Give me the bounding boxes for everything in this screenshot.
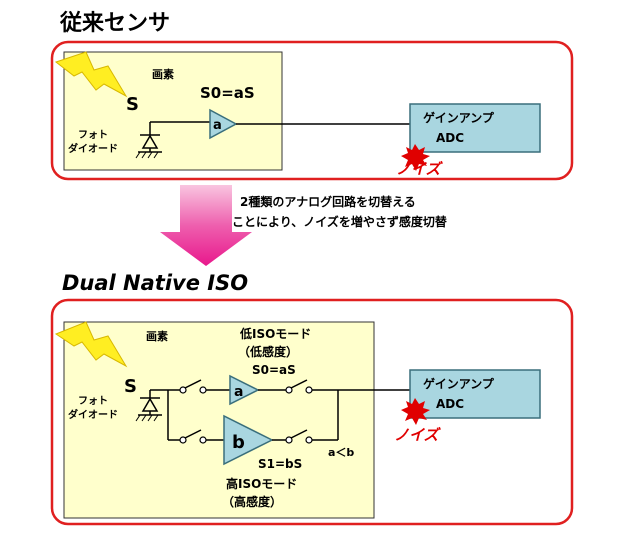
- top-s-label: S: [126, 94, 139, 115]
- low-amp-a-label: a: [234, 384, 243, 400]
- bottom-s-label: S: [124, 376, 137, 397]
- bottom-pixel-label: 画素: [146, 329, 168, 343]
- bottom-photodiode-label-1: フォト: [78, 395, 108, 407]
- lower-switch-2: [285, 429, 313, 444]
- bottom-title: Dual Native ISO: [62, 271, 248, 295]
- high-amp-b-label: b: [232, 432, 245, 453]
- high-amp-b: [223, 414, 274, 466]
- lower-switch-1: [179, 429, 207, 444]
- lightning-icon: [54, 51, 128, 98]
- low-iso-label: 低ISOモード: [239, 326, 311, 341]
- bottom-photodiode-label-2: ダイオード: [68, 408, 118, 421]
- top-adc-line2: ADC: [436, 131, 464, 145]
- top-amp-a-label: a: [213, 118, 222, 133]
- compare-label: a＜b: [328, 446, 354, 459]
- upper-switch-1: [179, 379, 207, 394]
- top-equation: S0=aS: [200, 84, 255, 102]
- top-noise-burst-icon: [401, 144, 430, 171]
- down-arrow: [160, 185, 252, 266]
- top-frame: [50, 40, 574, 181]
- bottom-noise-burst-icon: [401, 398, 430, 425]
- top-photodiode-label-2: ダイオード: [68, 142, 118, 155]
- bottom-noise-label: ノイズ: [394, 426, 442, 444]
- top-adc-line1: ゲインアンプ: [423, 110, 495, 125]
- photodiode-icon: [135, 134, 162, 159]
- bottom-adc-line1: ゲインアンプ: [423, 376, 495, 391]
- top-title: 従来センサ: [59, 10, 170, 36]
- high-equation: S1=bS: [258, 457, 302, 471]
- bottom-frame: [50, 298, 574, 526]
- arrow-caption-line2: ことにより、ノイズを増やさず感度切替: [232, 214, 448, 229]
- high-iso-label: 高ISOモード: [226, 476, 297, 491]
- photodiode-icon: [135, 397, 162, 422]
- top-adc-box: [409, 103, 541, 153]
- arrow-caption-line1: 2種類のアナログ回路を切替える: [240, 194, 416, 209]
- low-equation: S0=aS: [252, 363, 296, 377]
- top-pixel-label: 画素: [152, 67, 174, 81]
- top-noise-label: ノイズ: [396, 160, 444, 178]
- top-photodiode-label-1: フォト: [78, 129, 108, 141]
- high-iso-sub: （高感度）: [222, 494, 282, 509]
- low-amp-a: [229, 374, 260, 406]
- bottom-adc-box: [409, 369, 541, 419]
- bottom-adc-line2: ADC: [436, 397, 464, 411]
- top-amp-a: [209, 108, 238, 140]
- low-iso-sub: （低感度）: [238, 344, 298, 359]
- lightning-icon: [54, 321, 128, 368]
